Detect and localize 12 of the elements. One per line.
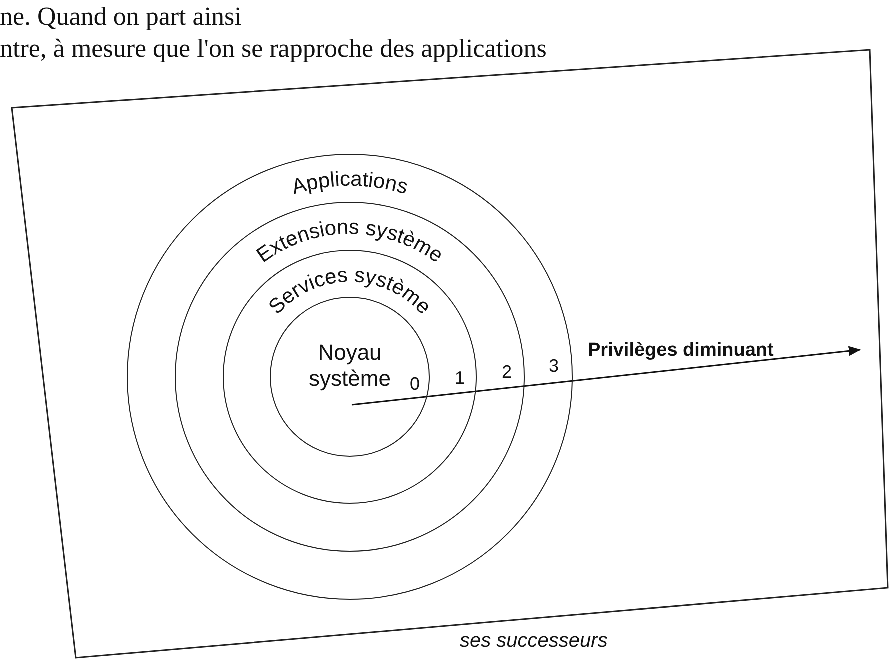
body-text: ntre, à mesure que l'on se rapproche des applications [0, 34, 547, 64]
ring [127, 154, 573, 600]
body-text: ne. Quand on part ainsi [0, 2, 242, 32]
layer-label: Noyau système [309, 340, 391, 392]
figure-caption: ses successeurs [460, 630, 608, 653]
layer-number: 0 [410, 374, 420, 395]
ring [175, 202, 525, 552]
layer-number: 3 [549, 356, 560, 377]
layer-number: 1 [455, 368, 466, 389]
layer-label: Applications [289, 167, 410, 199]
arrow-label: Privilèges diminuant [588, 340, 774, 362]
layer-number: 2 [502, 362, 512, 383]
